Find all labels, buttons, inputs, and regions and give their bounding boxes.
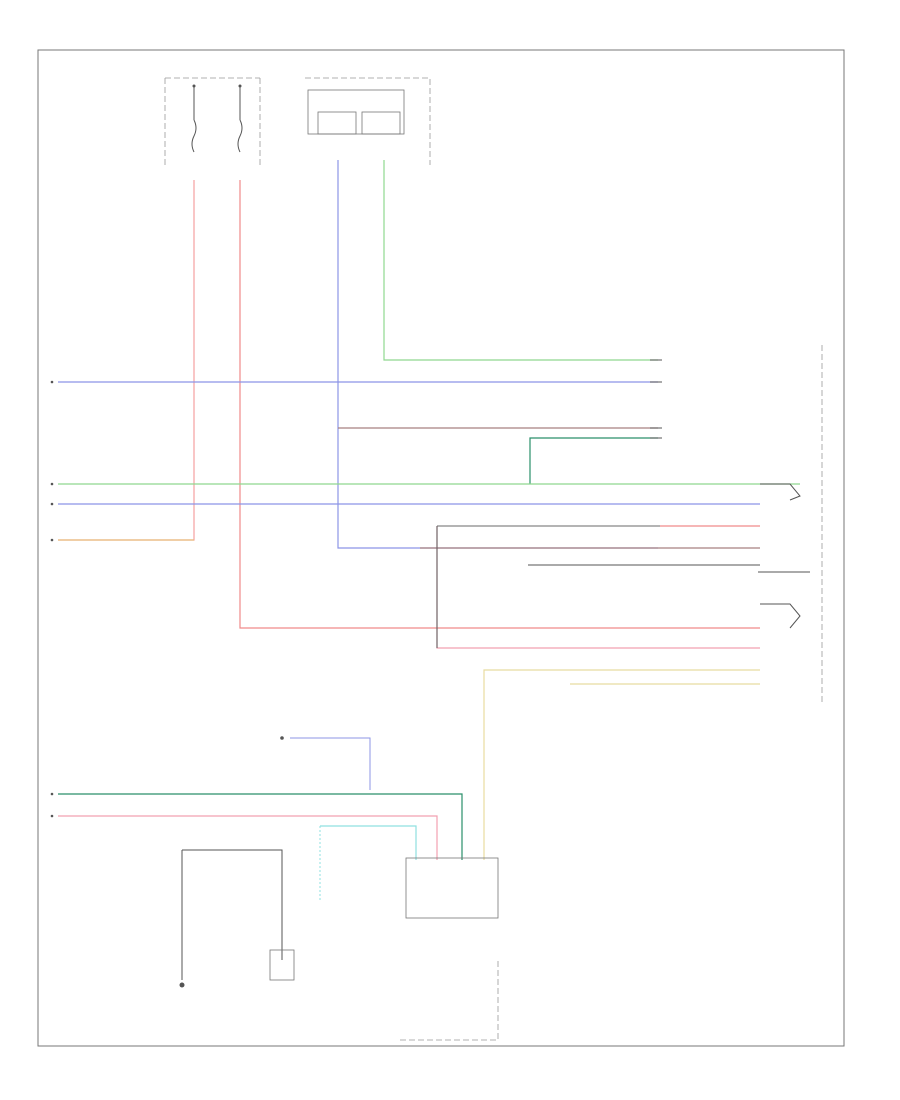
fuse-1-symbol (191, 119, 197, 153)
wire-group (58, 160, 800, 900)
connector-block (405, 857, 499, 919)
wire-pink-lower (58, 815, 438, 860)
wire-blue-lower (290, 737, 371, 790)
sensor-loop (182, 849, 283, 960)
bottom-mid-terminal (280, 736, 284, 740)
wire-pink-loop (436, 526, 760, 649)
bottom-left-sensor (179, 849, 295, 988)
terminal-left-540 (50, 538, 54, 542)
terminal-left-794 (50, 792, 54, 796)
right-component (758, 345, 823, 705)
sensor-box (269, 949, 295, 981)
wire-teal-step (529, 437, 658, 484)
terminal-left-484 (50, 482, 54, 486)
wire-blue-relay (337, 160, 658, 549)
left-edge-terminals (50, 380, 54, 818)
terminal-left-382 (50, 380, 54, 384)
bottom-mid-sensor (280, 736, 284, 740)
right-switch-lower (760, 603, 801, 629)
junction-block (164, 77, 261, 165)
wire-red-fuse1 (58, 180, 195, 541)
wire-tan-1 (483, 669, 760, 860)
bottom-connector (400, 857, 499, 1041)
right-connector-stubs (650, 359, 662, 439)
relay-module (305, 77, 431, 165)
terminal-left-504 (50, 502, 54, 506)
wire-teal-lower (58, 793, 463, 860)
fuse-2-symbol (237, 119, 243, 153)
wire-red-fuse2 (239, 180, 658, 629)
relay-sub-box-2 (361, 111, 401, 135)
diagram-frame (37, 49, 845, 1047)
relay-sub-box-1 (317, 111, 357, 135)
terminal-left-816 (50, 814, 54, 818)
right-switch-upper (760, 483, 801, 501)
ground-symbol (179, 982, 185, 988)
wire-cyan-lower (320, 825, 417, 860)
wire-green-relay (383, 160, 658, 361)
